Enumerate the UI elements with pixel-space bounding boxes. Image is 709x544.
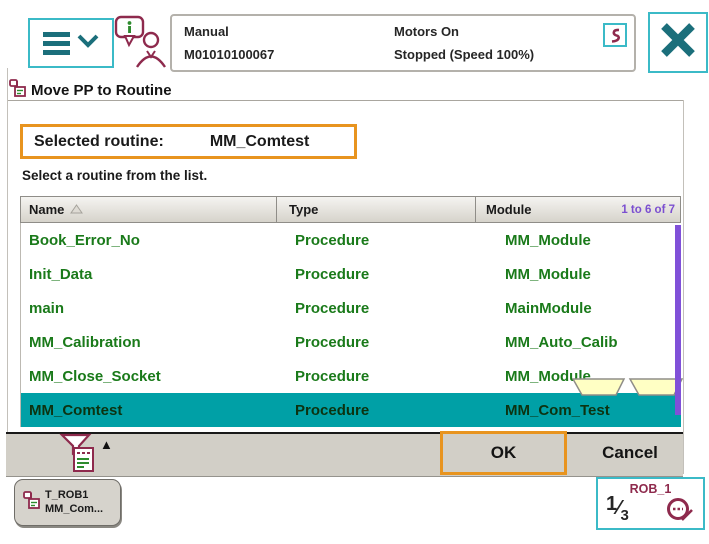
filter-button[interactable]: [58, 433, 98, 478]
sort-ascending-triangle-icon: [70, 202, 84, 217]
quickset-button[interactable]: ROB_1 1⁄3: [596, 477, 705, 530]
table-header: Name Type Module 1 to 6 of 7: [20, 196, 681, 223]
ok-button[interactable]: OK: [485, 442, 523, 464]
operating-mode: Manual: [184, 24, 229, 39]
table-row[interactable]: MM_Close_Socket Procedure MM_Module: [29, 367, 591, 385]
task-name: T_ROB1: [45, 488, 89, 501]
robot-name: ROB_1: [629, 482, 672, 496]
view-titlebar: Move PP to Routine: [8, 78, 172, 102]
filter-funnel-icon: [59, 433, 97, 478]
event-log-icon[interactable]: [603, 23, 627, 47]
close-x-icon: [657, 19, 699, 66]
main-menu-button[interactable]: [28, 18, 114, 68]
speed-fraction: 1⁄3: [606, 493, 629, 524]
chevron-down-icon: [77, 34, 99, 53]
panel-left-border: [7, 68, 8, 474]
panel-right-border: [683, 100, 684, 474]
cancel-button-area: Cancel: [577, 432, 683, 474]
column-header-name[interactable]: Name: [21, 197, 276, 222]
table-row[interactable]: MM_Calibration Procedure MM_Auto_Calib: [29, 333, 618, 351]
scroll-down-trapezoid-icons[interactable]: [571, 378, 684, 398]
execution-state: Stopped (Speed 100%): [394, 47, 535, 62]
program-pointer-icon: [8, 78, 26, 102]
controller-id: M01010100067: [184, 47, 275, 62]
page-title: Move PP to Routine: [31, 81, 172, 99]
column-header-type[interactable]: Type: [276, 197, 475, 222]
program-pointer-icon: [22, 489, 40, 516]
selected-routine-label: Selected routine:: [34, 132, 164, 150]
close-button[interactable]: [648, 12, 708, 73]
routine-list: Book_Error_No Procedure MM_Module Init_D…: [20, 223, 681, 427]
bottom-toolbar: ▲: [6, 432, 683, 477]
table-row-selected[interactable]: MM_Comtest Procedure MM_Com_Test: [21, 393, 681, 427]
scrollbar[interactable]: [675, 225, 681, 415]
selected-routine-value: MM_Comtest: [209, 132, 310, 150]
column-header-module[interactable]: Module: [475, 197, 680, 222]
cancel-button[interactable]: Cancel: [596, 442, 664, 464]
table-row[interactable]: main Procedure MainModule: [29, 299, 592, 317]
ok-button-highlight: OK: [440, 431, 567, 475]
selected-routine-highlight: Selected routine: MM_Comtest: [20, 124, 357, 159]
task-button[interactable]: T_ROB1 MM_Com...: [14, 479, 121, 526]
table-row[interactable]: Book_Error_No Procedure MM_Module: [29, 231, 591, 249]
table-row[interactable]: Init_Data Procedure MM_Module: [29, 265, 591, 283]
speed-circle-icon: [666, 497, 694, 530]
expand-arrow-icon[interactable]: ▲: [100, 437, 113, 452]
hamburger-icon: [43, 31, 70, 55]
operator-info-icon: [114, 15, 166, 69]
title-divider: [7, 100, 683, 101]
motors-state: Motors On: [394, 24, 459, 39]
status-panel[interactable]: Manual M01010100067 Motors On Stopped (S…: [170, 14, 636, 72]
task-routine: MM_Com...: [45, 502, 104, 515]
instruction-text: Select a routine from the list.: [22, 168, 208, 183]
pagination-label: 1 to 6 of 7: [621, 204, 675, 216]
